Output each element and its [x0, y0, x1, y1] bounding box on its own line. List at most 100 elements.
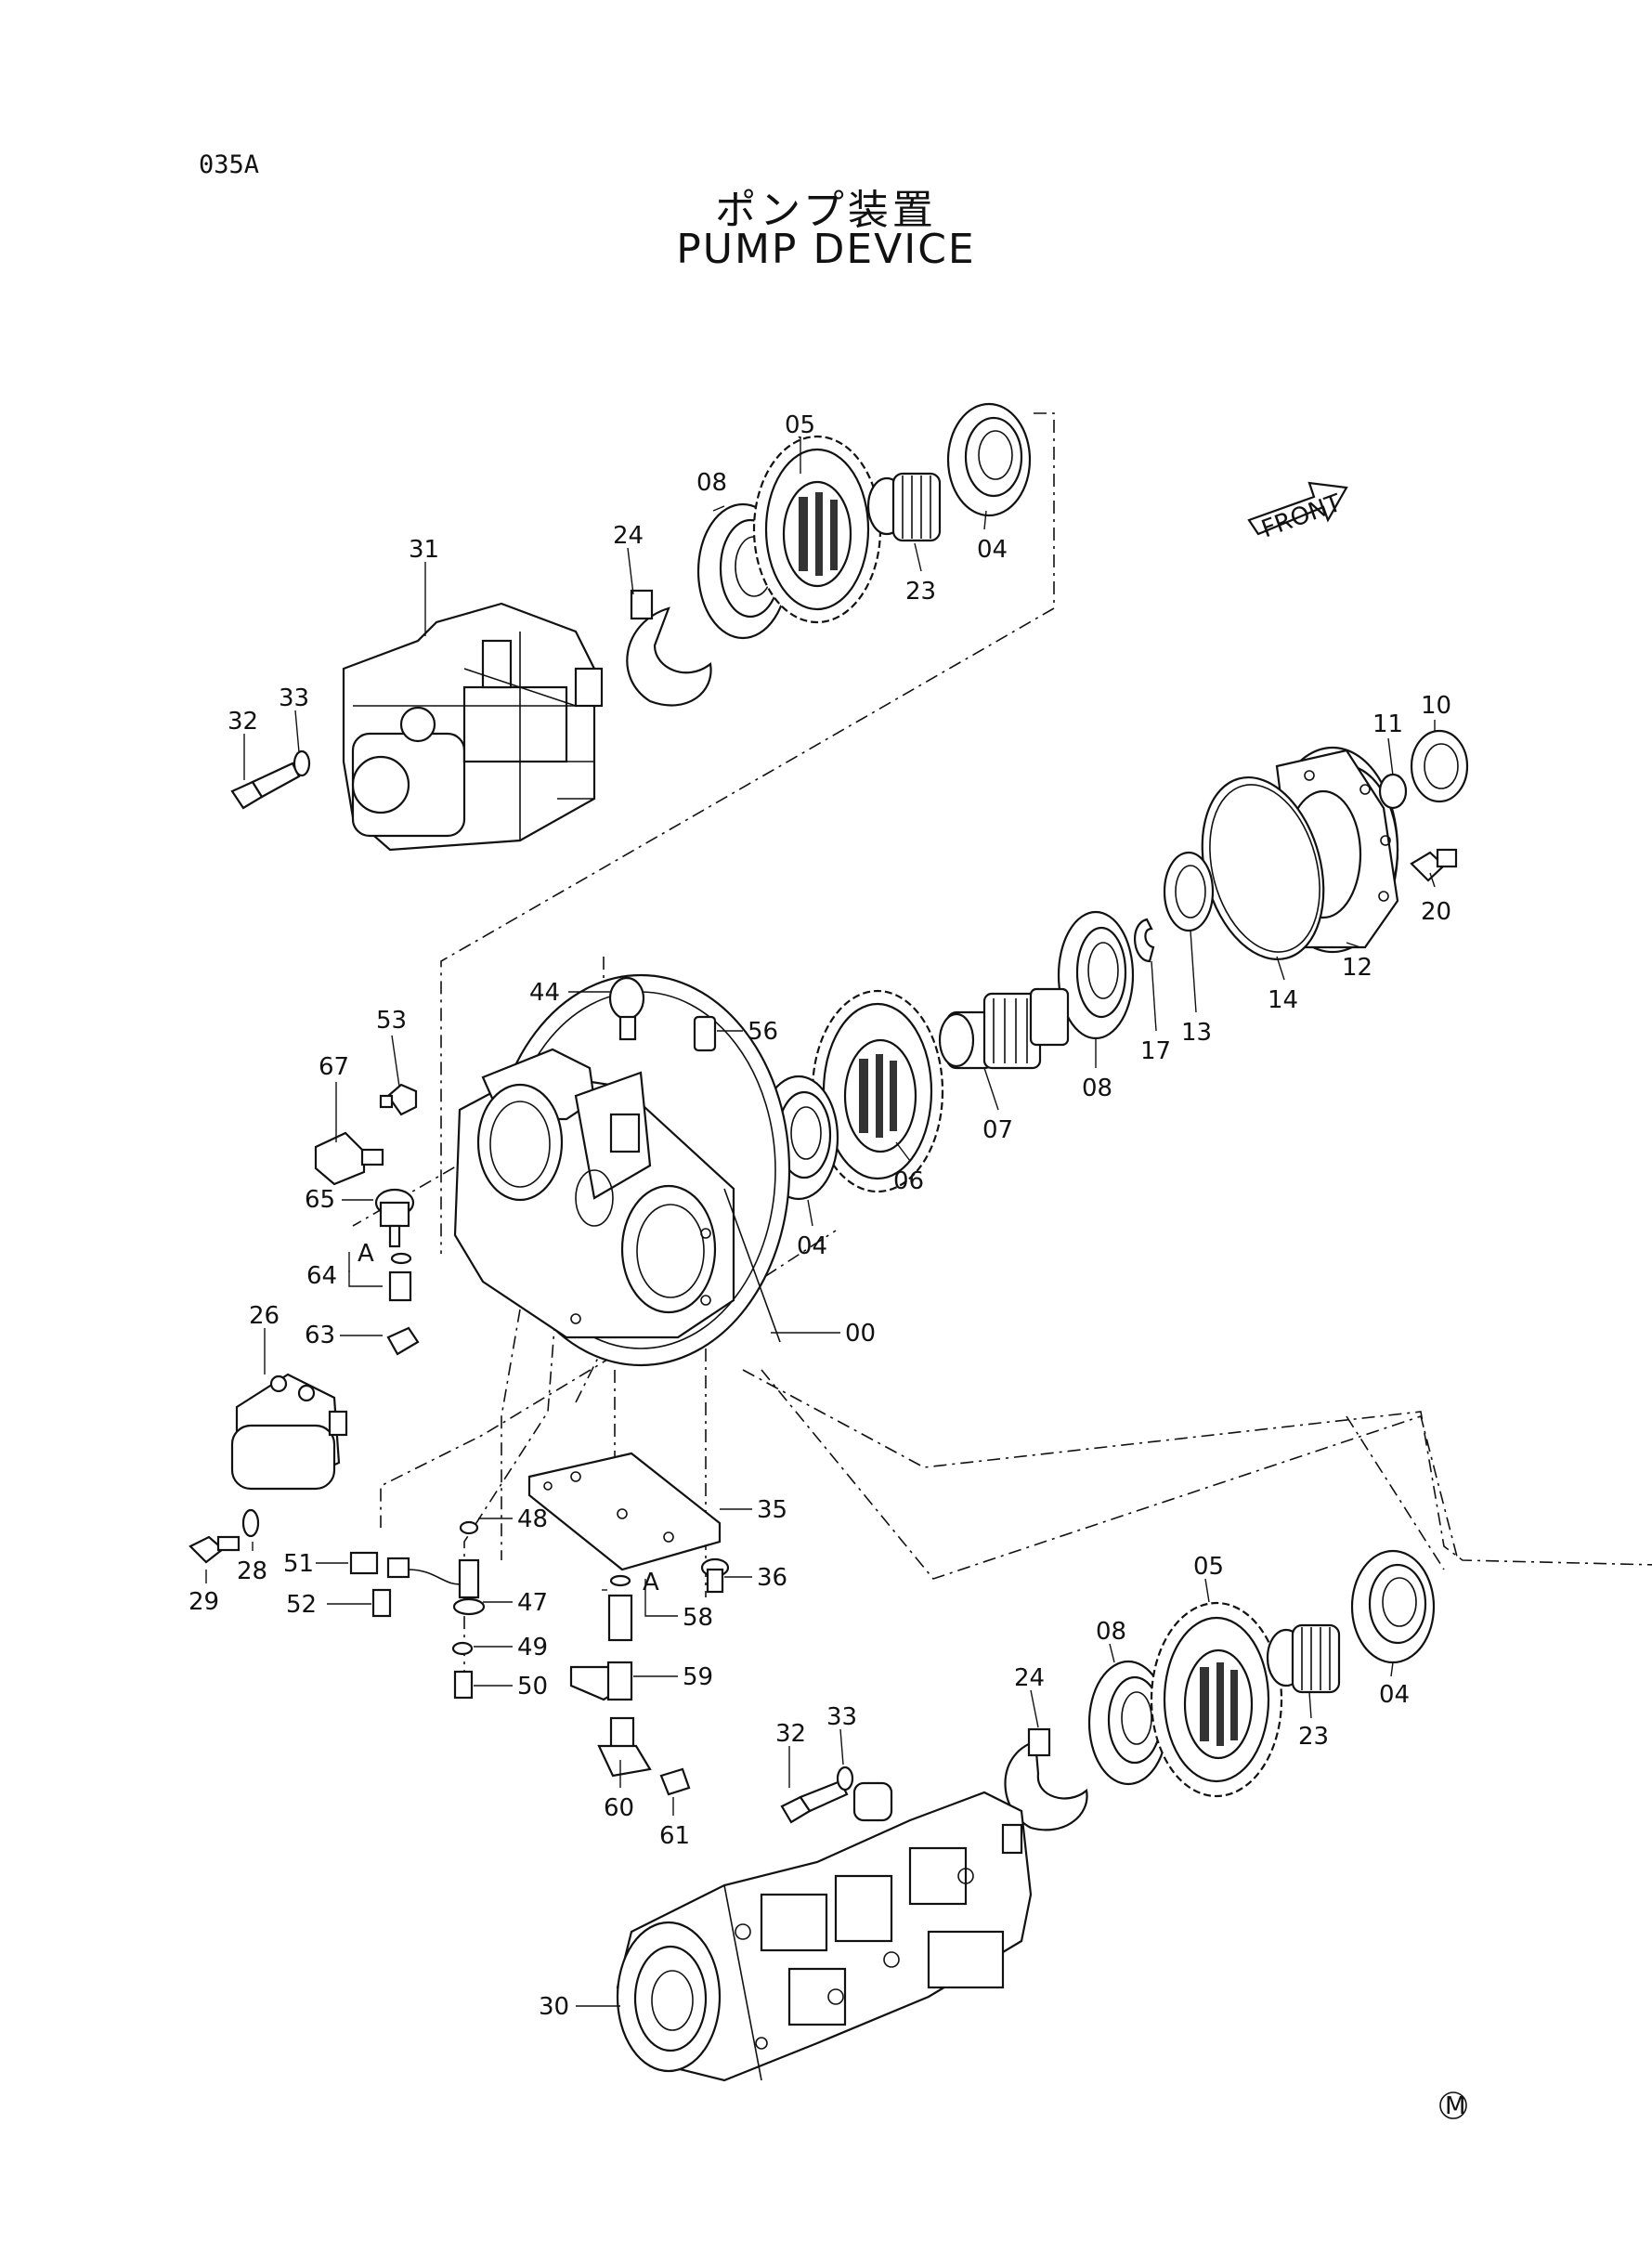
label-33-upper: 33	[279, 684, 309, 712]
label-60: 60	[604, 1794, 634, 1822]
oring-48	[459, 1520, 479, 1535]
shaft-07	[938, 987, 1070, 1070]
label-10: 10	[1421, 692, 1451, 720]
label-53: 53	[376, 1007, 407, 1035]
front-arrow: FRONT	[1247, 481, 1348, 544]
lower-collar-24	[1004, 1727, 1088, 1831]
lower-washer-33	[836, 1765, 854, 1791]
cover-plate-35	[527, 1452, 722, 1571]
lower-bolt-32	[780, 1779, 849, 1824]
label-48: 48	[517, 1505, 548, 1533]
label-50: 50	[517, 1673, 548, 1700]
label-detail-a-lower: A	[643, 1569, 659, 1596]
label-04-mid: 04	[797, 1232, 827, 1260]
oring-11	[1378, 773, 1408, 810]
washer-28	[241, 1508, 260, 1538]
label-44: 44	[529, 979, 560, 1007]
label-31: 31	[409, 536, 439, 564]
lower-gear-05	[1150, 1601, 1283, 1798]
regulator-26	[230, 1373, 348, 1491]
fitting-61	[659, 1767, 691, 1796]
oring-49	[451, 1641, 474, 1656]
lower-pump-30	[616, 1781, 1033, 2082]
sensor-47	[408, 1558, 486, 1616]
front-arrow-label: FRONT	[1258, 489, 1346, 544]
label-08-lower: 08	[1096, 1618, 1126, 1646]
upper-bolt-32	[230, 762, 301, 810]
eye-bolt-44	[608, 976, 645, 1041]
upper-bearing-04	[946, 402, 1032, 517]
label-64: 64	[306, 1262, 337, 1290]
label-11: 11	[1372, 710, 1403, 738]
label-24-upper: 24	[613, 522, 644, 550]
label-63: 63	[305, 1322, 335, 1349]
oring-64	[388, 1252, 412, 1302]
label-24-lower: 24	[1014, 1664, 1045, 1692]
label-detail-a-upper: A	[358, 1240, 374, 1268]
label-32-upper: 32	[228, 708, 258, 736]
leader-lines	[205, 436, 1436, 2007]
upper-pump-31	[342, 602, 604, 852]
bolt-52	[371, 1588, 392, 1618]
label-08-upper: 08	[696, 469, 727, 497]
label-04-upper: 04	[977, 536, 1008, 564]
oring-14	[1201, 775, 1325, 961]
label-58: 58	[683, 1604, 713, 1632]
label-47: 47	[517, 1589, 548, 1617]
label-65: 65	[305, 1186, 335, 1214]
snap-ring-17	[1133, 918, 1155, 963]
label-13: 13	[1181, 1019, 1212, 1047]
right-bearing-08	[1057, 910, 1135, 1040]
upper-washer-33	[293, 749, 311, 777]
title-japanese: ポンプ装置	[715, 187, 937, 234]
label-14: 14	[1268, 986, 1298, 1014]
label-49: 49	[517, 1634, 548, 1661]
label-23-lower: 23	[1298, 1723, 1329, 1751]
label-61: 61	[659, 1822, 690, 1850]
part-labels: 31 32 33 24 08 05 23 04 10 11 20 12 14 1…	[189, 411, 1451, 2021]
label-35: 35	[757, 1496, 787, 1524]
bolt-20	[1410, 848, 1458, 882]
valve-65	[374, 1188, 415, 1248]
fitting-58	[607, 1574, 633, 1642]
label-67: 67	[319, 1053, 349, 1081]
label-05-lower: 05	[1193, 1553, 1224, 1581]
label-52: 52	[286, 1591, 317, 1619]
housing-00	[453, 973, 791, 1367]
clip-51	[349, 1551, 410, 1579]
label-30: 30	[539, 1993, 569, 2021]
bolt-36	[700, 1557, 730, 1594]
label-56: 56	[748, 1018, 778, 1046]
seal-10	[1410, 729, 1469, 803]
label-00: 00	[845, 1320, 876, 1348]
lower-pinion-23	[1266, 1623, 1341, 1694]
bolt-29	[189, 1535, 241, 1564]
label-33-lower: 33	[826, 1703, 857, 1731]
label-59: 59	[683, 1663, 713, 1691]
label-26: 26	[249, 1302, 280, 1330]
ring-13	[1163, 851, 1215, 932]
label-36: 36	[757, 1564, 787, 1592]
label-04-lower: 04	[1379, 1681, 1410, 1709]
upper-collar-24	[626, 589, 712, 707]
upper-pinion-23	[866, 472, 942, 542]
label-07: 07	[982, 1116, 1013, 1144]
label-12: 12	[1342, 954, 1372, 982]
lower-bearing-04	[1350, 1549, 1436, 1664]
fitting-59	[569, 1661, 633, 1701]
gear-06	[811, 989, 944, 1193]
label-17: 17	[1140, 1037, 1171, 1065]
fitting-63	[386, 1326, 420, 1356]
label-05-upper: 05	[785, 411, 815, 439]
fitting-60	[597, 1716, 652, 1778]
label-29: 29	[189, 1588, 219, 1616]
m-mark: M	[1439, 2091, 1467, 2120]
label-32-lower: 32	[775, 1720, 806, 1748]
upper-gear-05	[752, 435, 882, 624]
plug-56	[693, 1015, 717, 1052]
m-mark-letter: M	[1445, 2092, 1465, 2120]
fitting-53	[379, 1083, 418, 1116]
label-06: 06	[893, 1167, 924, 1195]
valve-67	[314, 1131, 384, 1186]
